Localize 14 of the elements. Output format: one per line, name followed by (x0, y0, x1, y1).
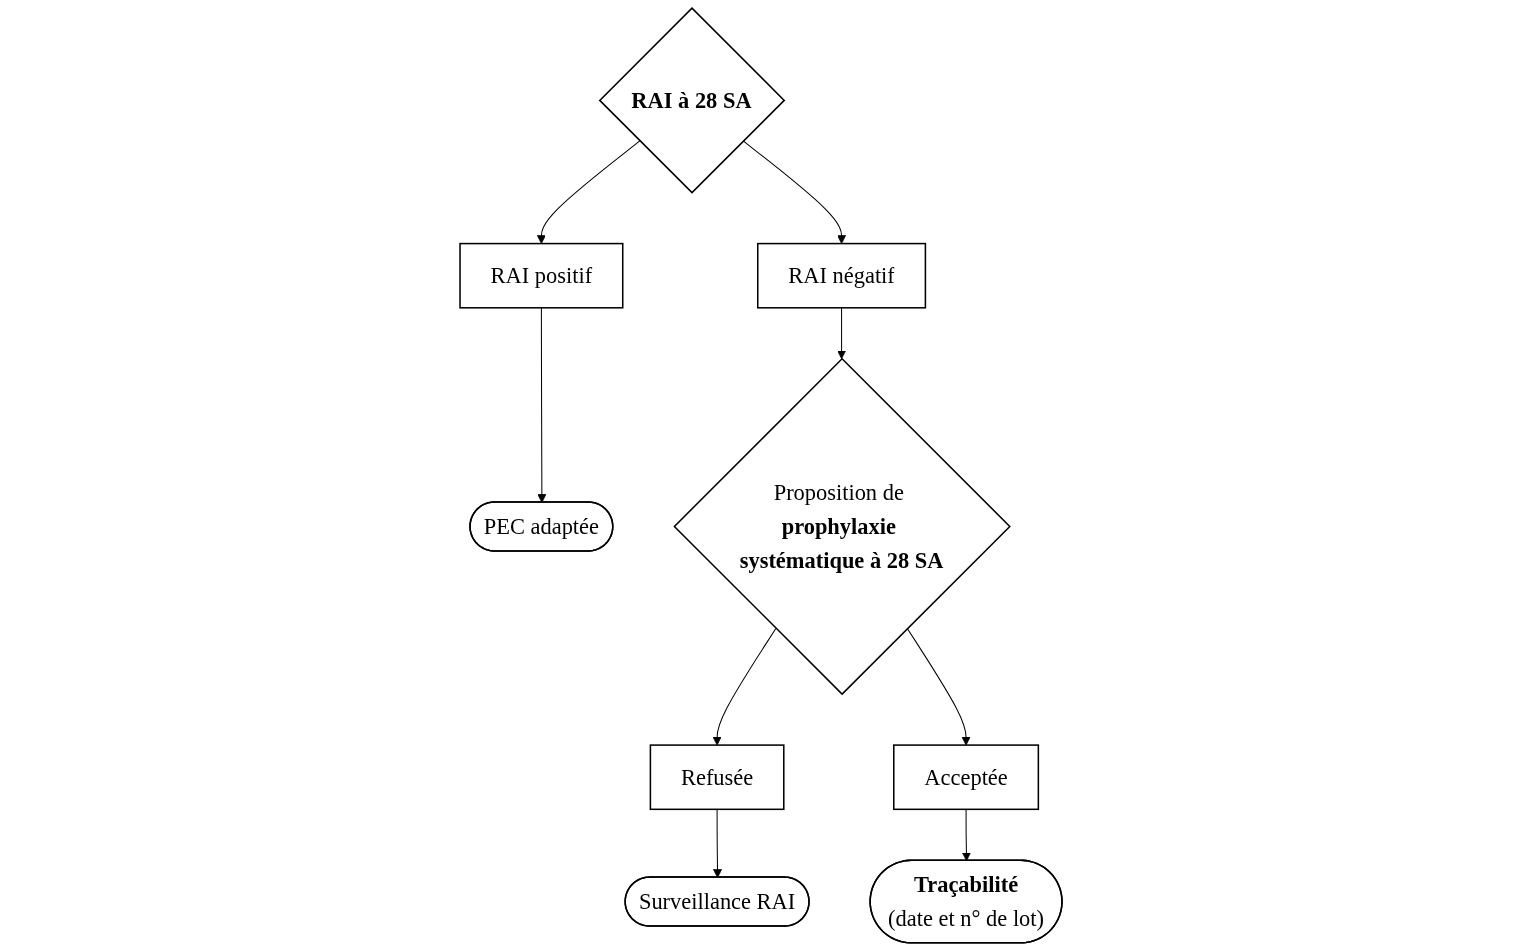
arrow (713, 808, 722, 878)
arrow (537, 307, 547, 503)
node-box (459, 242, 624, 309)
node-box (757, 242, 927, 309)
node-box (893, 744, 1040, 811)
arrow (536, 140, 641, 244)
arrow (961, 808, 971, 862)
arrow (837, 307, 847, 360)
node-diamond (673, 357, 1011, 696)
arrow (712, 627, 777, 746)
arrow (906, 627, 971, 746)
node-diamond (598, 7, 786, 194)
arrow (742, 140, 847, 244)
node-box (649, 744, 785, 811)
